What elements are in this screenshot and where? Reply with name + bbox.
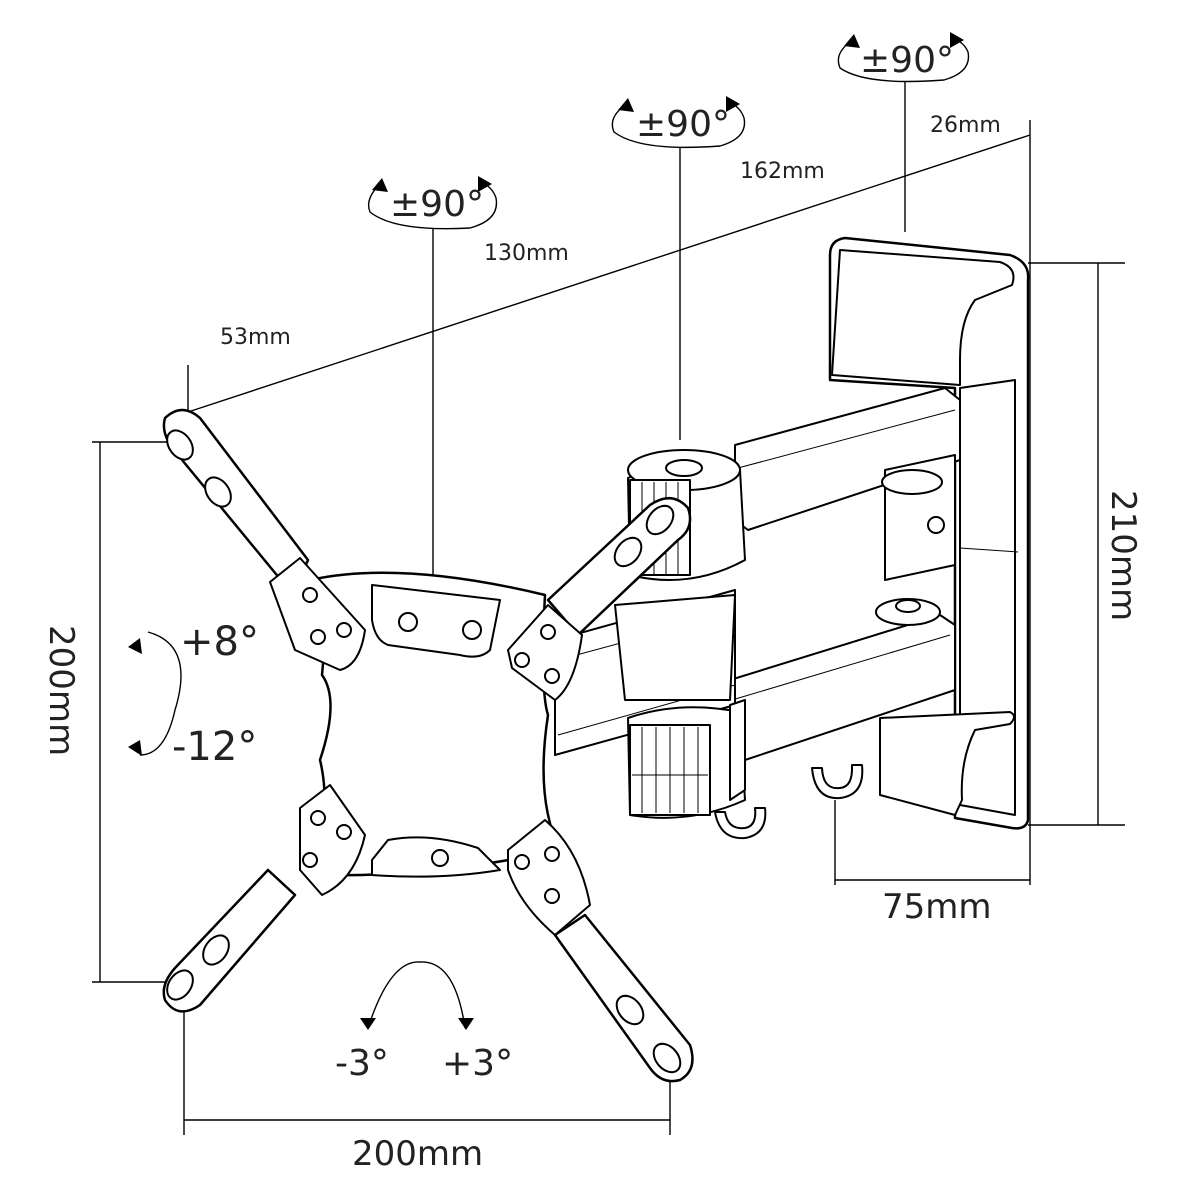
dim-vesa-width: 200mm <box>352 1134 483 1174</box>
tilt-down-label: -12° <box>172 724 257 770</box>
lower-arm <box>729 469 956 761</box>
rotation-label-mid: ±90° <box>636 104 730 145</box>
swivel-right-label: +3° <box>442 1043 513 1084</box>
rotation-indicators <box>128 32 970 1030</box>
dim-130mm: 130mm <box>484 241 569 266</box>
tilt-up-label: +8° <box>180 619 259 665</box>
swivel-left-label: -3° <box>335 1043 389 1084</box>
dim-210mm: 210mm <box>1103 490 1143 621</box>
dim-26mm: 26mm <box>930 113 1001 138</box>
rotation-label-plate: ±90° <box>390 184 484 225</box>
dim-vesa-height: 200mm <box>41 625 81 756</box>
dim-75mm: 75mm <box>882 887 992 927</box>
rotation-label-wall: ±90° <box>860 40 954 81</box>
dim-53mm: 53mm <box>220 325 291 350</box>
cable-hooks <box>714 764 864 840</box>
wall-plate <box>828 236 1030 830</box>
dim-162mm: 162mm <box>740 159 825 184</box>
vesa-plate <box>162 408 694 1083</box>
labels: ±90° ±90° ±90° 53mm 130mm 162mm 26mm 210… <box>41 40 1143 1174</box>
